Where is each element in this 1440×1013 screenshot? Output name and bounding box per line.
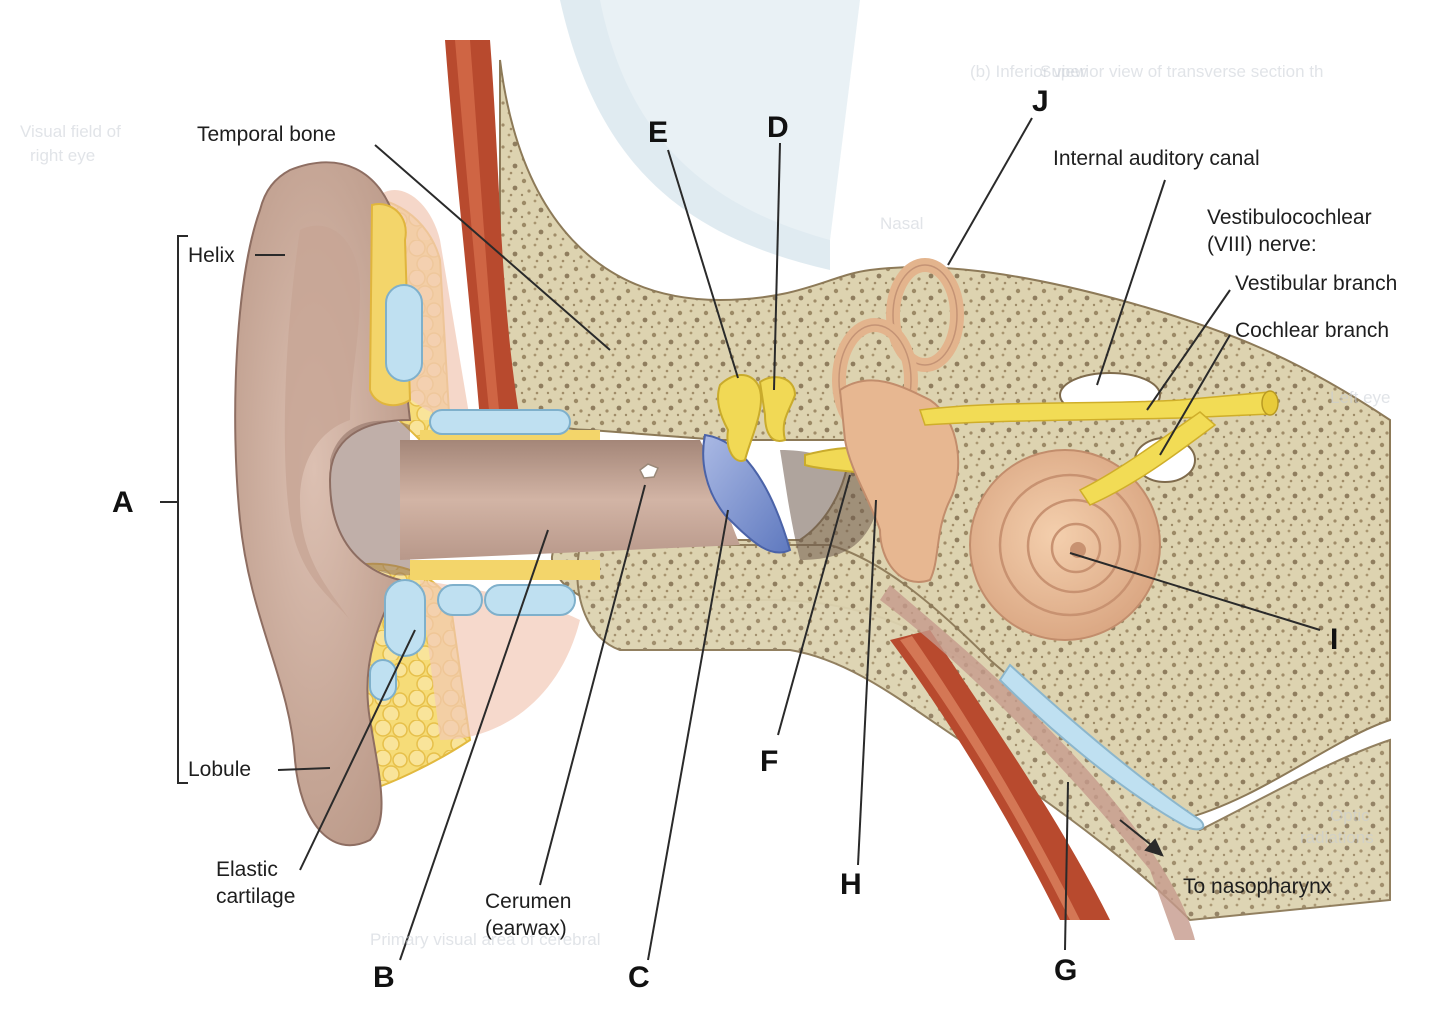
background-text: Nasal: [880, 214, 924, 233]
background-text: Left eye: [1330, 388, 1391, 407]
label-to-nasopharynx: To nasopharynx: [1183, 875, 1332, 898]
background-text: radiations: [1300, 828, 1374, 847]
label-internal-auditory-canal: Internal auditory canal: [1053, 147, 1260, 170]
letter-a: A: [112, 486, 134, 519]
letter-c: C: [628, 961, 650, 994]
label-lobule: Lobule: [188, 758, 252, 781]
label-elastic-cartilage-line1: Elastic: [216, 858, 278, 881]
background-text: (b) Inferior view: [970, 62, 1088, 81]
label-cerumen-line1: Cerumen: [485, 890, 572, 913]
label-vestibulocochlear-line2: (VIII) nerve:: [1207, 233, 1317, 256]
label-vestibular-branch: Vestibular branch: [1235, 272, 1398, 295]
letter-e: E: [648, 116, 669, 149]
background-text: Primary visual area of cerebral: [370, 930, 601, 949]
label-elastic-cartilage-line2: cartilage: [216, 885, 296, 908]
letter-f: F: [760, 745, 779, 778]
background-text: Superior view of transverse section th: [1040, 62, 1324, 81]
label-temporal-bone: Temporal bone: [197, 123, 336, 146]
letter-h: H: [840, 868, 862, 901]
background-text: right eye: [30, 146, 96, 165]
label-cochlear-branch: Cochlear branch: [1235, 319, 1390, 342]
letter-g: G: [1054, 954, 1078, 987]
background-text: Optic: [1330, 806, 1370, 825]
background-text: Visual field of: [20, 122, 121, 141]
label-helix: Helix: [188, 244, 235, 267]
label-cerumen-line2: (earwax): [485, 917, 567, 940]
letter-d: D: [767, 111, 789, 144]
letter-j: J: [1032, 85, 1049, 118]
letter-i: I: [1330, 623, 1339, 656]
letter-b: B: [373, 961, 395, 994]
label-vestibulocochlear-line1: Vestibulocochlear: [1207, 206, 1372, 229]
